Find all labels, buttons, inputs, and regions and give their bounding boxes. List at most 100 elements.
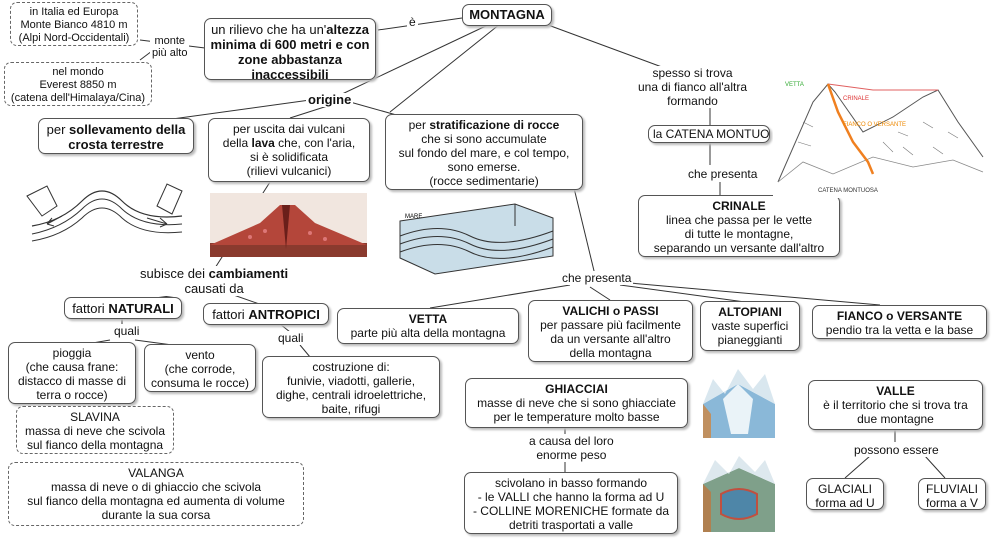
vulcani-line-2c: che, con l'aria, <box>274 136 356 150</box>
altopiani-line-1: vaste superfici <box>711 319 789 333</box>
ghiacciai-line-2: per le temperature molto basse <box>493 410 660 424</box>
label-monte-piu-alto: monte più alto <box>150 35 190 59</box>
naturali-box: fattori NATURALI <box>64 297 182 319</box>
valichi-box: VALICHI o PASSI per passare più facilmen… <box>528 300 693 362</box>
costruzione-line-3: dighe, centrali idroelettriche, <box>275 388 427 402</box>
piu-alto-label: più alto <box>152 47 188 59</box>
crust-folding-illustration <box>22 176 192 246</box>
costruzione-line-1: costruzione di: <box>312 360 390 374</box>
vulcani-line-3: si è solidificata <box>249 150 329 164</box>
stratificazione-box: per stratificazione di rocce che si sono… <box>385 114 583 190</box>
strat-line-2: che si sono accumulate <box>421 132 547 146</box>
valanga-line-2: sul fianco della montagna ed aumenta di … <box>27 494 285 508</box>
scivolano-line-1: scivolano in basso formando <box>494 476 648 490</box>
antropici-box: fattori ANTROPICI <box>203 303 329 325</box>
mondo-line-3: (catena dell'Himalaya/Cina) <box>10 92 146 104</box>
vetta-title: VETTA <box>408 312 448 326</box>
italia-line-3: (Alpi Nord-Occidentali) <box>18 32 130 44</box>
label-che-presenta-2: che presenta <box>560 271 634 285</box>
spesso-line-1: spesso si trova <box>652 66 733 80</box>
sollevamento-pre: per <box>46 122 70 137</box>
pioggia-line-3: distacco di masse di <box>17 374 127 388</box>
causa-line-2: enorme peso <box>536 448 607 462</box>
fluviali-title: FLUVIALI <box>925 482 979 496</box>
mountain-label-fianco: FIANCO O VERSANTE <box>843 122 906 128</box>
cambiamenti-l2: causati da <box>184 281 244 296</box>
naturali-bold: NATURALI <box>108 301 174 316</box>
causa-line-1: a causa del loro <box>529 434 614 448</box>
catena-label: la CATENA MONTUOSA <box>653 127 770 141</box>
label-causa: a causa del loro enorme peso <box>527 434 616 462</box>
glacier-illustration-top <box>703 369 775 438</box>
glaciali-box: GLACIALI forma ad U <box>806 478 884 510</box>
slavina-box: SLAVINA massa di neve che scivola sul fi… <box>16 406 174 454</box>
mountain-label-crinale: CRINALE <box>843 96 869 102</box>
costruzione-line-4: baite, rifugi <box>321 402 381 416</box>
altopiani-box: ALTOPIANI vaste superfici pianeggianti <box>700 301 800 351</box>
strat-pre: per <box>408 118 430 132</box>
mountain-chain-illustration: VETTA CRINALE FIANCO O VERSANTE CATENA M… <box>773 62 991 198</box>
label-e: è <box>407 15 418 29</box>
mountain-label-catena: CATENA MONTUOSA <box>818 188 878 194</box>
valle-title: VALLE <box>876 384 915 398</box>
pioggia-line-1: pioggia <box>52 346 92 360</box>
glaciali-text: forma ad U <box>815 496 875 510</box>
vulcani-line-2b: lava <box>251 136 275 150</box>
cambiamenti-pre: subisce dei <box>140 266 209 281</box>
pioggia-line-2: (che causa frane: <box>25 360 119 374</box>
spesso-line-2: una di fianco all'altra <box>638 80 748 94</box>
crinale-line-3: separando un versante dall'altro <box>653 241 825 255</box>
valanga-line-1: massa di neve o di ghiaccio che scivola <box>50 480 262 494</box>
crinale-line-1: linea che passa per le vette <box>665 213 813 227</box>
volcano-illustration <box>210 193 367 257</box>
definition-box: un rilievo che ha un'altezza minima di 6… <box>204 18 376 82</box>
scivolano-line-3: - COLLINE MORENICHE formate da <box>472 504 670 518</box>
cambiamenti-bold: cambiamenti <box>208 266 289 281</box>
mondo-line-2: Everest 8850 m <box>39 79 117 91</box>
label-possono-essere: possono essere <box>852 443 941 457</box>
definition-text: un rilievo che ha un' <box>211 22 327 37</box>
slavina-title: SLAVINA <box>70 410 120 424</box>
crinale-title: CRINALE <box>712 199 766 213</box>
vento-line-1: vento <box>185 348 215 362</box>
label-che-presenta-1: che presenta <box>686 167 760 181</box>
root-node-montagna: MONTAGNA <box>462 4 552 26</box>
valichi-title: VALICHI o PASSI <box>562 304 659 318</box>
valle-line-1: è il territorio che si trova tra <box>823 398 968 412</box>
fianco-box: FIANCO o VERSANTE pendio tra la vetta e … <box>812 305 987 339</box>
monte-label: monte <box>154 35 186 47</box>
glacier-illustration-bottom <box>703 456 775 532</box>
fluviali-box: FLUVIALI forma a V <box>918 478 986 510</box>
label-spesso: spesso si trova una di fianco all'altra … <box>636 66 750 108</box>
antropici-pre: fattori <box>212 307 249 322</box>
valichi-line-2: da un versante all'altro <box>550 332 671 346</box>
vetta-box: VETTA parte più alta della montagna <box>337 308 519 344</box>
crinale-line-2: di tutte le montagne, <box>684 227 794 241</box>
valanga-line-3: durante la sua corsa <box>101 508 211 522</box>
label-quali-2: quali <box>276 331 306 345</box>
scivolano-line-4: detriti trasportati a valle <box>508 518 634 532</box>
vetta-text: parte più alta della montagna <box>350 326 506 340</box>
crinale-box: CRINALE linea che passa per le vette di … <box>638 195 840 257</box>
costruzione-box: costruzione di: funivie, viadotti, galle… <box>262 356 440 418</box>
valanga-title: VALANGA <box>128 466 184 480</box>
vulcani-line-2a: della <box>222 136 252 150</box>
strat-bold: stratificazione di rocce <box>429 118 560 132</box>
sollevamento-box: per sollevamento della crosta terrestre <box>38 118 194 154</box>
pioggia-box: pioggia (che causa frane: distacco di ma… <box>8 342 136 404</box>
naturali-pre: fattori <box>72 301 109 316</box>
mondo-line-1: nel mondo <box>52 66 104 78</box>
valanga-box: VALANGA massa di neve o di ghiaccio che … <box>8 462 304 526</box>
strat-line-4: sono emerse. <box>447 160 521 174</box>
valle-box: VALLE è il territorio che si trova tra d… <box>808 380 983 430</box>
strat-line-3: sul fondo del mare, e col tempo, <box>398 146 570 160</box>
label-quali-1: quali <box>112 324 142 338</box>
altopiani-title: ALTOPIANI <box>718 305 782 319</box>
valichi-line-3: della montagna <box>569 346 652 360</box>
scivolano-box: scivolano in basso formando - le VALLI c… <box>464 472 678 534</box>
root-label: MONTAGNA <box>469 7 545 22</box>
valichi-line-1: per passare più facilmente <box>540 318 681 332</box>
definition-bold: altezza minima di 600 metri e con zone a… <box>210 22 370 82</box>
label-origine: origine <box>306 92 354 107</box>
vento-box: vento (che corrode, consuma le rocce) <box>144 344 256 392</box>
